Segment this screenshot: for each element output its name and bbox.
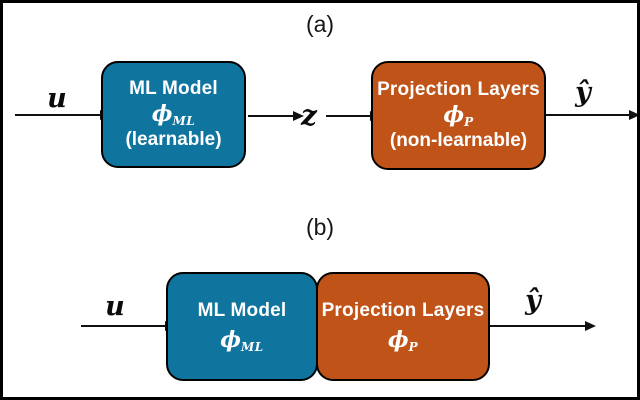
projection-layers-title-a: Projection Layers: [377, 79, 540, 101]
phi-subscript: P: [464, 114, 474, 129]
projection-layers-note-a: (non-learnable): [389, 130, 528, 152]
phi-subscript: ML: [172, 113, 196, 128]
phi-subscript: ML: [240, 339, 264, 354]
projection-layers-box-b: Projection Layers ϕP: [316, 272, 490, 381]
panel-b-label: (b): [305, 214, 335, 240]
ml-model-title-b: ML Model: [197, 299, 287, 321]
ml-model-symbol-b: ϕML: [220, 327, 263, 354]
latent-label-z-a: z: [301, 99, 317, 132]
phi-symbol: ϕ: [387, 326, 409, 353]
ml-model-title-a: ML Model: [129, 78, 218, 100]
projection-layers-symbol-b: ϕP: [388, 327, 418, 354]
projection-layers-title-b: Projection Layers: [321, 299, 485, 321]
ml-model-note-a: (learnable): [125, 129, 222, 151]
ml-model-box-b: ML Model ϕML: [166, 272, 318, 381]
mid-arrow-right-a: [326, 111, 381, 121]
input-label-u-b: u: [105, 291, 125, 322]
phi-symbol: ϕ: [151, 100, 173, 127]
output-arrow-b: [490, 321, 596, 331]
phi-subscript: P: [408, 339, 419, 354]
output-label-yhat-a: ŷ: [575, 77, 591, 108]
output-label-yhat-b: ŷ: [525, 285, 541, 316]
ml-model-box-a: ML Model ϕML (learnable): [101, 61, 246, 168]
ml-model-symbol-a: ϕML: [152, 101, 195, 128]
projection-layers-symbol-a: ϕP: [443, 102, 473, 129]
input-label-u-a: u: [47, 83, 67, 114]
phi-symbol: ϕ: [443, 101, 465, 128]
projection-layers-box-a: Projection Layers ϕP (non-learnable): [371, 61, 546, 170]
input-arrow-b: [81, 321, 176, 331]
input-arrow-a: [15, 110, 111, 120]
output-arrow-a: [546, 110, 637, 120]
phi-symbol: ϕ: [220, 326, 241, 353]
mid-arrow-left-a: [248, 111, 304, 121]
panel-a-label: (a): [305, 11, 335, 37]
